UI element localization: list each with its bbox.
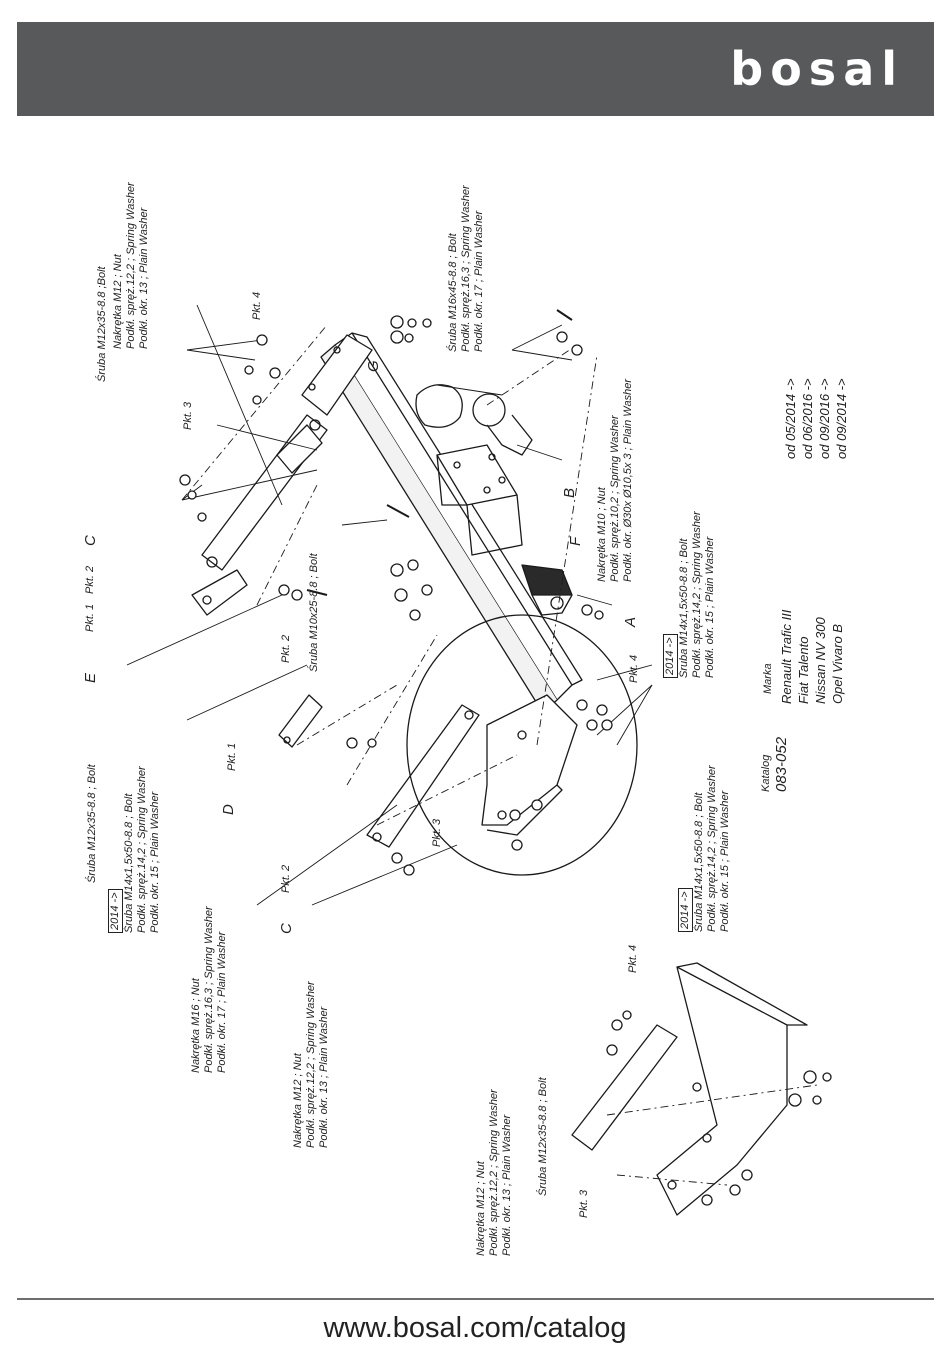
label-m12x35-left: Śruba M12x35-8.8 ; Bolt	[86, 764, 98, 883]
footer-url[interactable]: www.bosal.com/catalog	[323, 1312, 627, 1344]
pkt1-top: Pkt. 1	[84, 603, 96, 632]
pkt4-middle: Pkt. 4	[628, 654, 640, 683]
letter-c-bottom: C	[278, 923, 295, 934]
label-m10x25: Śruba M10x25-8.8 ; Bolt	[308, 553, 320, 672]
label-m16-nut: Nakrętka M16 ; Nut Podkł. spręż.16,3 ; S…	[190, 906, 228, 1073]
brand-date: od 09/2016 ->	[817, 378, 832, 459]
pkt4-top: Pkt. 4	[251, 291, 263, 320]
letter-c-top: C	[82, 535, 99, 546]
label-m16x45: Śruba M16x45-8.8 ; Bolt Podkł. spręż.16,…	[447, 185, 485, 352]
brand-item: Fiat Talento	[796, 636, 811, 704]
pkt3-middle: Pkt. 3	[431, 818, 443, 847]
label-m14-right: 2014 -> Śruba M14x1,5x50-8.8 ; Bolt Podk…	[663, 511, 716, 678]
brand-date: od 09/2014 ->	[834, 378, 849, 459]
right-end-bracket	[301, 334, 373, 416]
letter-e: E	[82, 672, 99, 683]
label-m10-nut: Nakrętka M10 ; Nut Podkł. spręż.10,2 ; S…	[596, 379, 634, 582]
letter-d: D	[220, 804, 237, 815]
letter-g: G	[365, 360, 382, 372]
header-bar: bosal	[17, 22, 934, 116]
bosal-logo: bosal	[730, 42, 904, 96]
pkt1-middle: Pkt. 1	[226, 742, 238, 771]
ball-mount-block	[436, 444, 523, 556]
pkt3-top: Pkt. 3	[182, 401, 194, 430]
pkt3-bottom: Pkt. 3	[578, 1189, 590, 1218]
catalog-label: Katalog	[760, 754, 772, 792]
towball-g	[415, 384, 533, 456]
upper-side-bracket	[191, 414, 328, 616]
label-m12-nut-top: Nakrętka M12 ; Nut Podkł. spręż.12,2 ; S…	[112, 182, 150, 349]
detail-circle	[406, 614, 638, 876]
exploded-assembly-diagram	[126, 304, 832, 1216]
brand-item: Opel Vivaro B	[830, 624, 845, 704]
catalog-number: 083-052	[773, 736, 790, 792]
letter-b: B	[561, 487, 578, 498]
letter-a: A	[622, 616, 639, 627]
label-m14-bottom: 2014 -> Śruba M14x1,5x50-8.8 ; Bolt Podk…	[678, 765, 731, 932]
brand-item: Nissan NV 300	[813, 617, 828, 704]
socket-plate-f	[521, 564, 573, 616]
label-m12x35-bottom: Śruba M12x35-8.8 ; Bolt	[537, 1077, 549, 1196]
pkt2-top: Pkt. 2	[84, 565, 96, 594]
alternative-bracket-detail	[571, 962, 808, 1216]
pkt2-middle: Pkt. 2	[280, 634, 292, 663]
brand-dates: od 05/2014 -> od 06/2016 -> od 09/2016 -…	[782, 378, 850, 459]
label-m14-left: 2014 -> Śruba M14x1,5x50-8.8 ; Bolt Podk…	[108, 766, 161, 933]
main-crossbar	[320, 332, 583, 714]
brand-date: od 05/2014 ->	[783, 378, 798, 459]
brands-list: Renault Trafic III Fiat Talento Nissan N…	[778, 610, 846, 704]
brands-label: Marka	[762, 663, 774, 694]
pkt2-bottom: Pkt. 2	[280, 864, 292, 893]
footer-divider	[17, 1298, 934, 1300]
brand-date: od 06/2016 ->	[800, 378, 815, 459]
label-m12x35-top: Śruba M12x35-8.8 ;Bolt	[96, 266, 108, 382]
label-m12-nut-mid: Nakrętka M12 ; Nut Podkł. spręż.12,2 ; S…	[292, 981, 330, 1148]
left-side-bracket	[278, 694, 480, 848]
letter-f: F	[567, 536, 584, 546]
pkt4-bottom: Pkt. 4	[627, 944, 639, 973]
brand-item: Renault Trafic III	[779, 609, 794, 704]
label-m12-nut-bottom: Nakrętka M12 ; Nut Podkł. spręż.12,2 ; S…	[475, 1089, 513, 1256]
